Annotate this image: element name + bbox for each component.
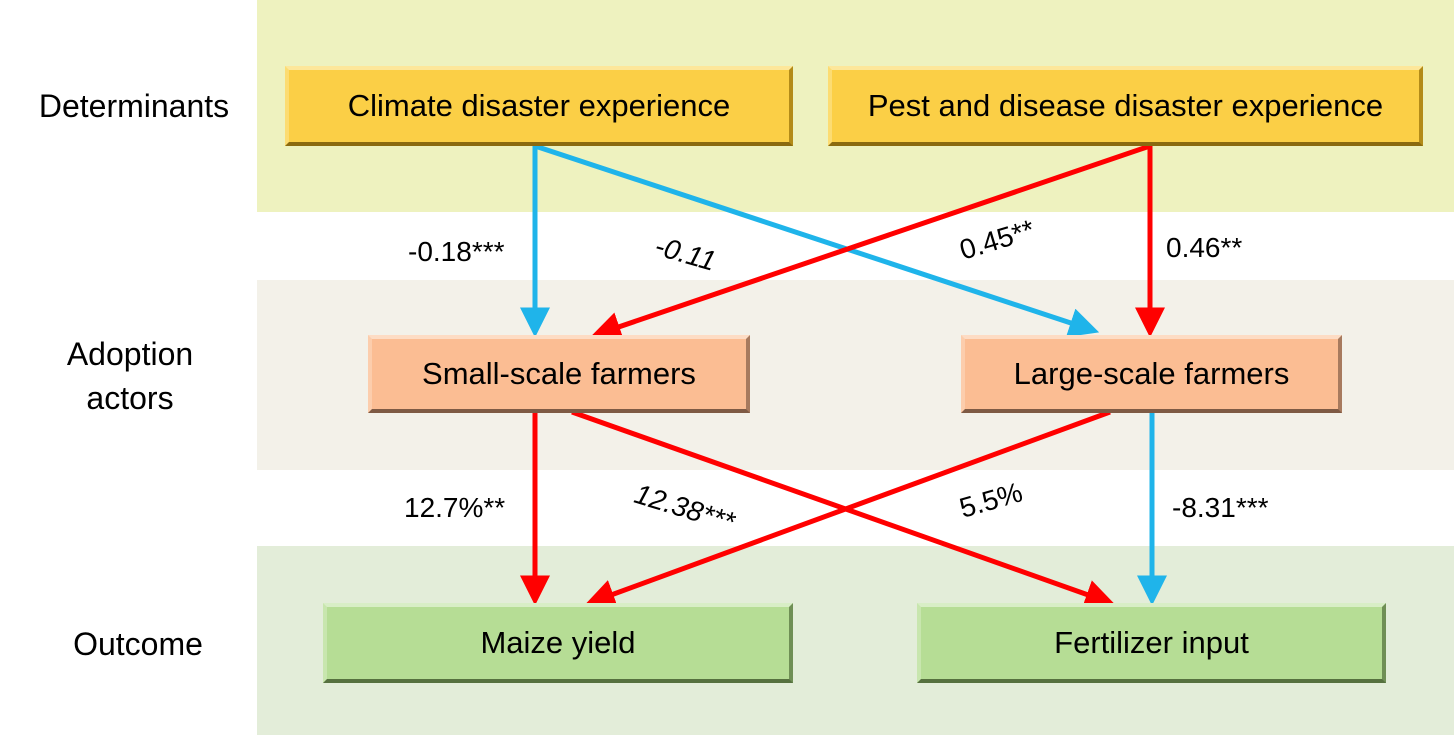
edge-pest-to-small bbox=[590, 143, 1151, 341]
row-label-adoption-actors: Adoption actors bbox=[10, 332, 250, 420]
row-label-determinants: Determinants bbox=[38, 88, 230, 124]
edge-small-to-fertilizer bbox=[571, 409, 1116, 609]
node-small-scale-farmers: Small-scale farmers bbox=[368, 335, 750, 413]
node-large-scale-farmers: Large-scale farmers bbox=[961, 335, 1342, 413]
coef-small-maize: 12.7%** bbox=[404, 492, 506, 523]
node-fertilizer-input: Fertilizer input bbox=[917, 603, 1386, 683]
edge-climate-to-large bbox=[534, 143, 1100, 338]
coef-pest-large: 0.46** bbox=[1166, 232, 1243, 263]
node-maize-yield: Maize yield bbox=[323, 603, 793, 683]
row-label-outcome: Outcome bbox=[73, 626, 203, 662]
row-label-adoption-line2: actors bbox=[86, 380, 174, 416]
row-label-adoption-line1: Adoption bbox=[66, 336, 194, 372]
node-climate-disaster-experience: Climate disaster experience bbox=[285, 66, 793, 146]
node-pest-disease-disaster-experience: Pest and disease disaster experience bbox=[828, 66, 1423, 146]
coef-climate-small: -0.18*** bbox=[408, 236, 505, 267]
coef-large-fertilizer: -8.31*** bbox=[1172, 492, 1269, 523]
edge-large-to-maize bbox=[584, 409, 1111, 609]
